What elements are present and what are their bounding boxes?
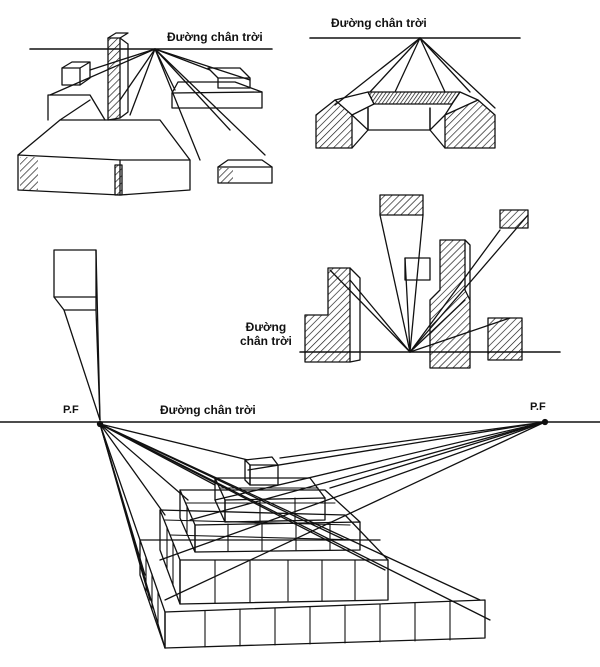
horizon-label-middle: Đường chân trời: [240, 320, 292, 348]
sketch-top-right: [309, 37, 521, 149]
horizon-label-middle-line2: chân trời: [240, 334, 292, 348]
horizon-label-middle-line1: Đường: [245, 320, 287, 334]
pf-label-right: P.F: [530, 401, 546, 413]
sketch-stepped-pyramid: [0, 418, 600, 649]
sketch-floating-cube: [53, 249, 101, 421]
horizon-label-top-right: Đường chân trời: [331, 16, 427, 30]
pf-label-left: P.F: [63, 404, 79, 416]
horizon-label-bottom: Đường chân trời: [160, 403, 256, 417]
sketch-middle-right: [299, 194, 561, 369]
horizon-label-top-left: Đường chân trời: [167, 30, 263, 44]
sketch-top-left: [17, 32, 273, 196]
